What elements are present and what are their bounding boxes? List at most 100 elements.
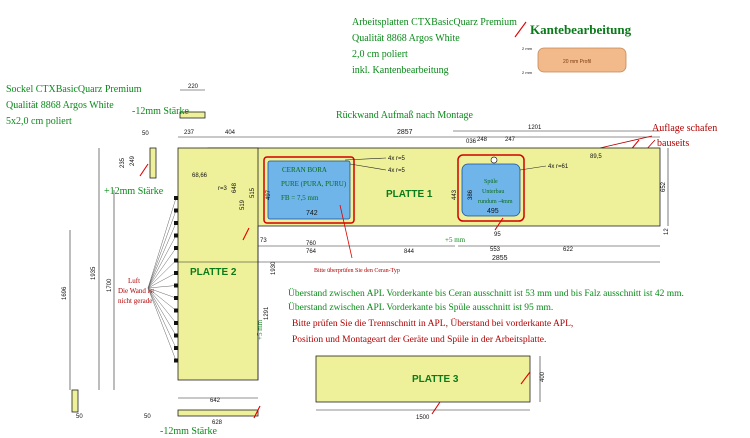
luft-leader-line bbox=[147, 287, 177, 324]
wall-gap-mark bbox=[174, 346, 178, 350]
dim-68-66: 68,66 bbox=[192, 173, 208, 179]
ceran-line-1: CERAN BORA bbox=[282, 166, 327, 174]
strength-12-bottom: -12mm Stärke bbox=[160, 426, 217, 437]
ceran-line-3: FB = 7,5 mm bbox=[281, 194, 319, 202]
sockel-strip-left bbox=[71, 389, 79, 413]
dim-1935: 1935 bbox=[91, 266, 97, 280]
dim-2857: 2857 bbox=[397, 129, 413, 136]
dim-553: 553 bbox=[490, 247, 501, 253]
luft-line-2: Die Wand ist bbox=[118, 287, 154, 295]
platte-1-label: PLATTE 1 bbox=[386, 189, 433, 200]
dim-2855: 2855 bbox=[492, 255, 508, 262]
ceran-rounding-leader-1 bbox=[344, 157, 387, 161]
dim-plus-5mm: +5 mm bbox=[445, 236, 466, 244]
wall-gap-mark bbox=[174, 208, 178, 213]
info-line-3: Bitte prüfen Sie die Trennschnitt in APL… bbox=[292, 317, 573, 329]
dim-036: 036 bbox=[466, 139, 477, 145]
luft-leader-line bbox=[147, 272, 177, 289]
auflage-line-1: Auflage schafen bbox=[652, 123, 717, 134]
sockel-bottom-red-mark bbox=[253, 405, 261, 419]
ceran-line-2: PURE (PURA, PURU) bbox=[281, 180, 347, 188]
luft-leader-line bbox=[147, 235, 177, 289]
mm-top-label: 2 mm bbox=[522, 46, 533, 51]
platte-3-label: PLATTE 3 bbox=[412, 374, 459, 385]
wall-gap-mark bbox=[174, 333, 178, 338]
dim-652: 652 bbox=[661, 181, 667, 192]
header-line-4: inkl. Kantenbearbeitung bbox=[352, 65, 449, 76]
dim-50a: 50 bbox=[142, 131, 149, 137]
info-line-4: Position und Montageart der Geräte und S… bbox=[292, 335, 546, 345]
sockel-line-3: 5x2,0 cm poliert bbox=[6, 116, 72, 127]
dim-95: 95 bbox=[494, 232, 501, 238]
luft-leader-line bbox=[147, 247, 177, 289]
sink-rounding: 4x r=61 bbox=[548, 164, 569, 170]
wall-gap-mark bbox=[174, 358, 178, 363]
dim-235: 235 bbox=[120, 157, 126, 168]
trennschnitt-mark bbox=[242, 227, 250, 241]
sink-line-2: Unterbau bbox=[482, 189, 504, 195]
dim-237: 237 bbox=[184, 130, 195, 136]
wall-gap-mark bbox=[174, 246, 178, 250]
auflage-line-2: bauseits bbox=[657, 138, 689, 149]
sink-cutout bbox=[461, 163, 521, 217]
dim-220: 220 bbox=[188, 84, 199, 90]
luft-leader-line bbox=[147, 287, 177, 311]
info-line-1: Überstand zwischen APL Vorderkante bis C… bbox=[288, 287, 684, 299]
dim-1291: 1291 bbox=[264, 306, 270, 320]
sockel-piece-left bbox=[149, 147, 157, 179]
header-line-1: Arbeitsplatten CTXBasicQuarz Premium bbox=[352, 17, 517, 28]
sink-red-mark bbox=[494, 217, 504, 231]
header-line-2: Qualität 8868 Argos White bbox=[352, 33, 460, 44]
ceran-cutout bbox=[267, 160, 351, 220]
sink-line-1: Spüle bbox=[484, 179, 498, 185]
dim-plus-5mm-v: +5 mm bbox=[256, 319, 264, 340]
platte-join-fill bbox=[179, 149, 257, 225]
ceran-r3: r=3 bbox=[218, 186, 228, 192]
dim-89-5: 89,5 bbox=[590, 154, 602, 160]
luft-leader-line bbox=[147, 287, 177, 349]
luft-leader-line bbox=[147, 210, 177, 289]
left-red-mark bbox=[139, 163, 149, 177]
wall-gap-mark bbox=[174, 296, 178, 300]
luft-leader-line bbox=[147, 287, 177, 336]
info-line-2: Überstand zwischen APL Vorderkante bis S… bbox=[288, 301, 553, 313]
platte-3-red-mark-2 bbox=[431, 401, 441, 415]
sockel-piece-top bbox=[179, 111, 206, 119]
luft-leaders bbox=[147, 197, 177, 361]
dim-50b: 50 bbox=[76, 414, 83, 420]
profile-sample bbox=[537, 47, 627, 73]
dim-404: 404 bbox=[225, 130, 236, 136]
dim-642: 642 bbox=[210, 398, 221, 404]
luft-leader-line bbox=[147, 222, 177, 289]
wall-gap-mark bbox=[174, 196, 178, 200]
luft-line-1: Luft bbox=[128, 277, 140, 285]
ceran-check-note: Bitte überprüfen Sie den Ceran-Typ bbox=[314, 267, 400, 274]
auflage-arrow-1 bbox=[599, 135, 653, 149]
dim-12: 12 bbox=[664, 228, 670, 235]
profile-label: 20 mm Profil bbox=[563, 59, 591, 65]
wall-gap-mark bbox=[174, 258, 178, 263]
ruckwand-note: Rückwand Aufmaß nach Montage bbox=[336, 110, 473, 121]
sink-line-3: rundum -4mm bbox=[478, 199, 513, 205]
wall-gap-mark bbox=[174, 283, 178, 288]
dim-248: 248 bbox=[477, 137, 488, 143]
dim-400: 400 bbox=[540, 371, 546, 382]
kante-title: Kantebearbeitung bbox=[530, 22, 632, 37]
header-red-mark bbox=[514, 21, 527, 38]
strength-12-top: -12mm Stärke bbox=[132, 106, 189, 117]
dim-73: 73 bbox=[260, 238, 267, 244]
header-line-3: 2,0 cm poliert bbox=[352, 49, 408, 60]
sockel-line-2: Qualität 8868 Argos White bbox=[6, 100, 114, 111]
wall-gap-mark bbox=[174, 308, 178, 313]
sink-rounding-leader bbox=[519, 165, 547, 171]
dim-628: 628 bbox=[212, 420, 223, 426]
ceran-rounding-1: 4x r=5 bbox=[388, 156, 406, 162]
mm-bottom-label: 2 mm bbox=[522, 70, 533, 75]
wall-gap-mark bbox=[174, 321, 178, 325]
sink-tap-hole bbox=[490, 156, 498, 164]
dim-648: 648 bbox=[232, 182, 238, 193]
platte-3-red-mark-1 bbox=[520, 371, 531, 385]
platte-2-label: PLATTE 2 bbox=[190, 267, 237, 278]
dim-1500: 1500 bbox=[416, 415, 430, 421]
sink-width: 495 bbox=[487, 208, 499, 215]
